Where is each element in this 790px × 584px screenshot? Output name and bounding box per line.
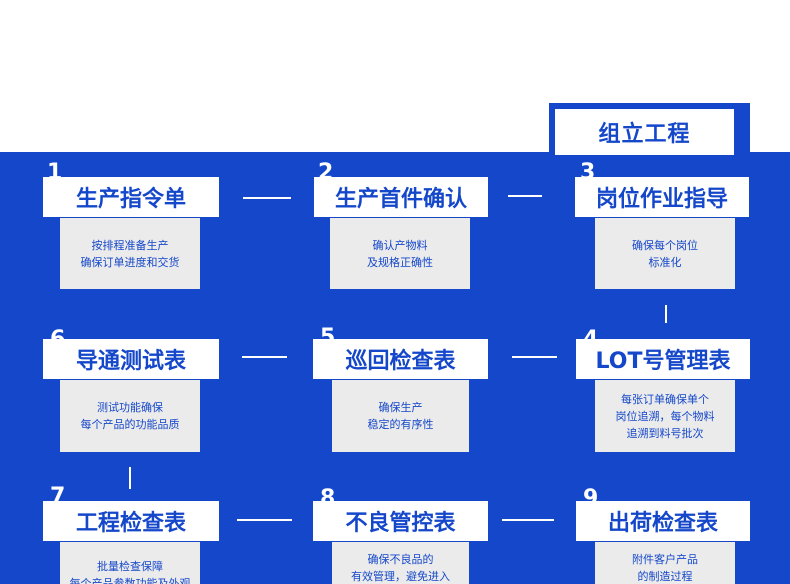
step-title: 巡回检查表	[313, 339, 488, 379]
connector-5-6	[242, 356, 287, 358]
step-title: LOT号管理表	[576, 339, 750, 379]
desc-line: 每个产品参数功能及外观	[69, 577, 191, 584]
step-title: 导通测试表	[43, 339, 219, 379]
desc-line: 每个产品的功能品质	[80, 418, 180, 431]
connector-7-8	[237, 519, 292, 521]
desc-line: 测试功能确保	[97, 401, 163, 414]
desc-line: 附件客户产品	[632, 553, 698, 566]
desc-line: 标准化	[648, 255, 682, 269]
step-title: 生产首件确认	[314, 177, 488, 217]
step-description: 测试功能确保 每个产品的功能品质	[60, 380, 200, 452]
step-title: 不良管控表	[313, 501, 488, 541]
connector-1-2	[243, 197, 291, 199]
desc-line: 稳定的有序性	[367, 418, 434, 431]
desc-line: 确保订单进度和交货	[80, 255, 180, 269]
desc-line: 确认产物料	[372, 238, 428, 252]
step-description: 确保每个岗位 标准化	[595, 218, 735, 289]
step-description: 确保生产 稳定的有序性	[332, 380, 469, 452]
connector-4-5	[512, 356, 557, 358]
connector-8-9	[502, 519, 554, 521]
desc-line: 的制造过程	[637, 570, 693, 583]
step-title: 岗位作业指导	[575, 177, 749, 217]
connector-2-3	[508, 195, 542, 197]
step-description: 每张订单确保单个 岗位追溯，每个物料 追溯到料号批次	[595, 380, 735, 452]
desc-line: 追溯到料号批次	[626, 426, 704, 440]
desc-line: 岗位追溯，每个物料	[615, 409, 715, 423]
desc-line: 及规格正确性	[367, 255, 433, 269]
connector-3-4	[665, 305, 667, 323]
step-description: 附件客户产品 的制造过程	[595, 542, 735, 584]
desc-line: 按排程准备生产	[91, 238, 169, 252]
step-description: 确认产物料 及规格正确性	[330, 218, 470, 289]
desc-line: 批量检查保障	[97, 560, 163, 573]
step-title: 出荷检查表	[576, 501, 750, 541]
desc-line: 确保每个岗位	[632, 238, 698, 252]
step-description: 按排程准备生产 确保订单进度和交货	[60, 218, 200, 289]
desc-line: 每张订单确保单个	[621, 392, 709, 406]
connector-6-7	[129, 467, 131, 489]
desc-line: 确保生产	[378, 401, 423, 414]
step-title: 生产指令单	[43, 177, 219, 217]
step-title: 工程检查表	[43, 501, 219, 541]
desc-line: 有效管理，避免进入	[351, 570, 450, 583]
step-description: 批量检查保障 每个产品参数功能及外观	[60, 542, 200, 584]
step-description: 确保不良品的 有效管理，避免进入	[332, 542, 469, 584]
header-title: 组立工程	[555, 109, 734, 155]
desc-line: 确保不良品的	[367, 553, 434, 566]
